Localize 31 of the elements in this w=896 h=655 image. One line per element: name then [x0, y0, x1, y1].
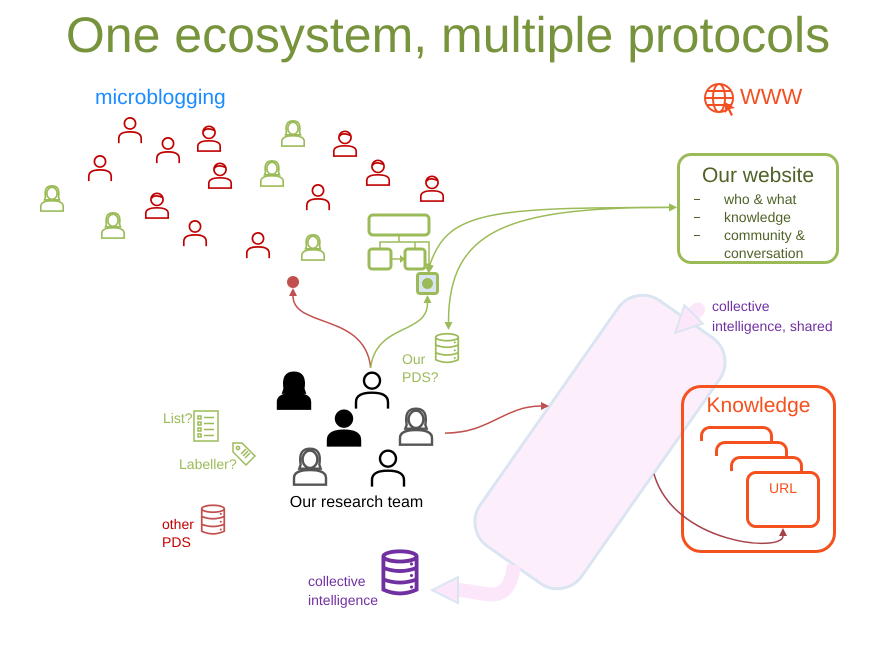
icon-caption: collective intelligence: [308, 572, 380, 610]
list-item: community & conversation: [680, 226, 836, 262]
arrow: [444, 203, 677, 330]
list-item: who & what: [680, 190, 836, 208]
card-title: Our website: [700, 164, 816, 188]
icon-caption: Labeller?: [179, 456, 237, 472]
block-arrow: [674, 304, 705, 334]
icon-caption: Our PDS?: [402, 350, 438, 386]
stacked-card-edge: [730, 456, 803, 471]
dot-marker: [287, 276, 299, 288]
icon-caption: List?: [163, 410, 193, 426]
block-arrow: [431, 564, 521, 604]
arrow: [289, 288, 372, 368]
card-title: Knowledge: [706, 394, 812, 418]
arrow: [444, 402, 550, 434]
section-label: WWW: [740, 84, 802, 110]
list-item: knowledge: [680, 208, 836, 226]
node-square: [416, 272, 439, 295]
title: One ecosystem, multiple protocols: [64, 6, 832, 64]
icon-caption: other PDS: [162, 515, 195, 551]
section-label: microblogging: [95, 86, 226, 110]
arrow: [370, 295, 432, 368]
arrow: [653, 474, 788, 544]
card-text: URL: [768, 480, 798, 496]
team-caption: Our research team: [288, 494, 424, 512]
stacked-card-edge: [715, 441, 788, 456]
url-card: [746, 471, 820, 528]
stacked-card-edge: [700, 426, 773, 441]
annotation-text: collective intelligence, shared: [712, 296, 842, 336]
website-card: [677, 153, 839, 264]
knowledge-card: [681, 385, 836, 553]
